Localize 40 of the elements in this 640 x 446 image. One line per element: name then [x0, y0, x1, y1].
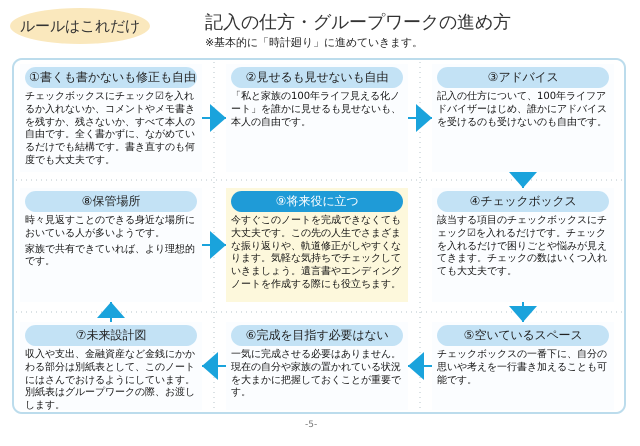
step-text: 今すぐこのノートを完成できなくても大丈夫です。この先の人生でさまざまな振り返りや、軌道修正がしやすくなります。気軽な気持ちでチェックしていきましょう。遺言書やエンディングノートを作成する際にも役立ちます。: [231, 215, 402, 292]
step-text: 「私と家族の100年ライフ見える化ノート」を誰かに見せるも見せないも、本人の自由です。: [231, 91, 402, 130]
step-text: 一気に完成させる必要はありません。現在の自分や家族の置かれている状況を大まかに把握しておくことが重要です。: [231, 349, 402, 400]
step-card: [432, 64, 614, 172]
subtitle: ※基本的に「時計廻り」に進めていきます。: [205, 35, 424, 50]
step-card: [20, 64, 202, 172]
step-text: 記入の仕方について、100年ライフアドバイザーはじめ、誰かにアドバイスを受けるのも受けないのも自由です。: [437, 91, 608, 130]
step-heading: ⑨将来役に立つ: [231, 191, 403, 212]
step-card: [20, 188, 202, 302]
step-heading: ⑧保管場所: [25, 191, 197, 212]
step-text: 収入や支出、金融資産など金銭にかかわる部分は別紙表として、このノートにはさんでおけるようにしています。別紙表はグループワークの際、お渡しします。: [25, 349, 196, 413]
step-text: 家族で共有できていれば、より理想的です。: [25, 244, 196, 270]
step-heading: ⑦未来設計図: [25, 325, 197, 346]
step-text: 時々見返すことのできる身近な場所においている人が多いようです。: [25, 215, 196, 241]
rule-badge: ルールはこれだけ: [10, 8, 150, 44]
step-text: チェックボックスにチェック☑を入れるか入れないか、コメントやメモ書きを残すか、残さないか、すべて本人の自由です。全く書かずに、ながめているだけでも結構です。書き直すのも何度でも大丈夫です。: [25, 91, 196, 168]
step-card: [20, 322, 202, 410]
highlight-card: [226, 188, 408, 302]
arrow: [509, 172, 537, 188]
step-heading: ⑥完成を目指す必要はない: [231, 325, 403, 346]
arrow: [202, 231, 226, 259]
step-card: [226, 64, 408, 172]
step-heading: ①書くも書かないも修正も自由: [25, 67, 197, 88]
step-heading: ②見せるも見せないも自由: [231, 67, 403, 88]
step-heading: ④チェックボックス: [437, 191, 609, 212]
step-card: [432, 322, 614, 410]
step-card: [432, 188, 614, 302]
arrow: [408, 104, 432, 132]
arrow: [202, 352, 226, 380]
page-number: -5-: [305, 420, 318, 430]
step-heading: ⑤空いているスペース: [437, 325, 609, 346]
step-card: [226, 322, 408, 410]
arrow: [509, 302, 537, 322]
step-text: チェックボックスの一番下に、自分の思いや考えを一行書き加えることも可能です。: [437, 349, 608, 388]
title: 記入の仕方・グループワークの進め方: [205, 11, 511, 34]
arrow: [408, 352, 432, 380]
arrow: [202, 104, 226, 132]
step-text: 該当する項目のチェックボックスにチェック☑を入れるだけです。チェックを入れるだけで困りごとや悩みが見えてきます。チェックの数はいくつ入れても大丈夫です。: [437, 215, 608, 279]
arrow: [97, 302, 125, 322]
step-heading: ③アドバイス: [437, 67, 609, 88]
